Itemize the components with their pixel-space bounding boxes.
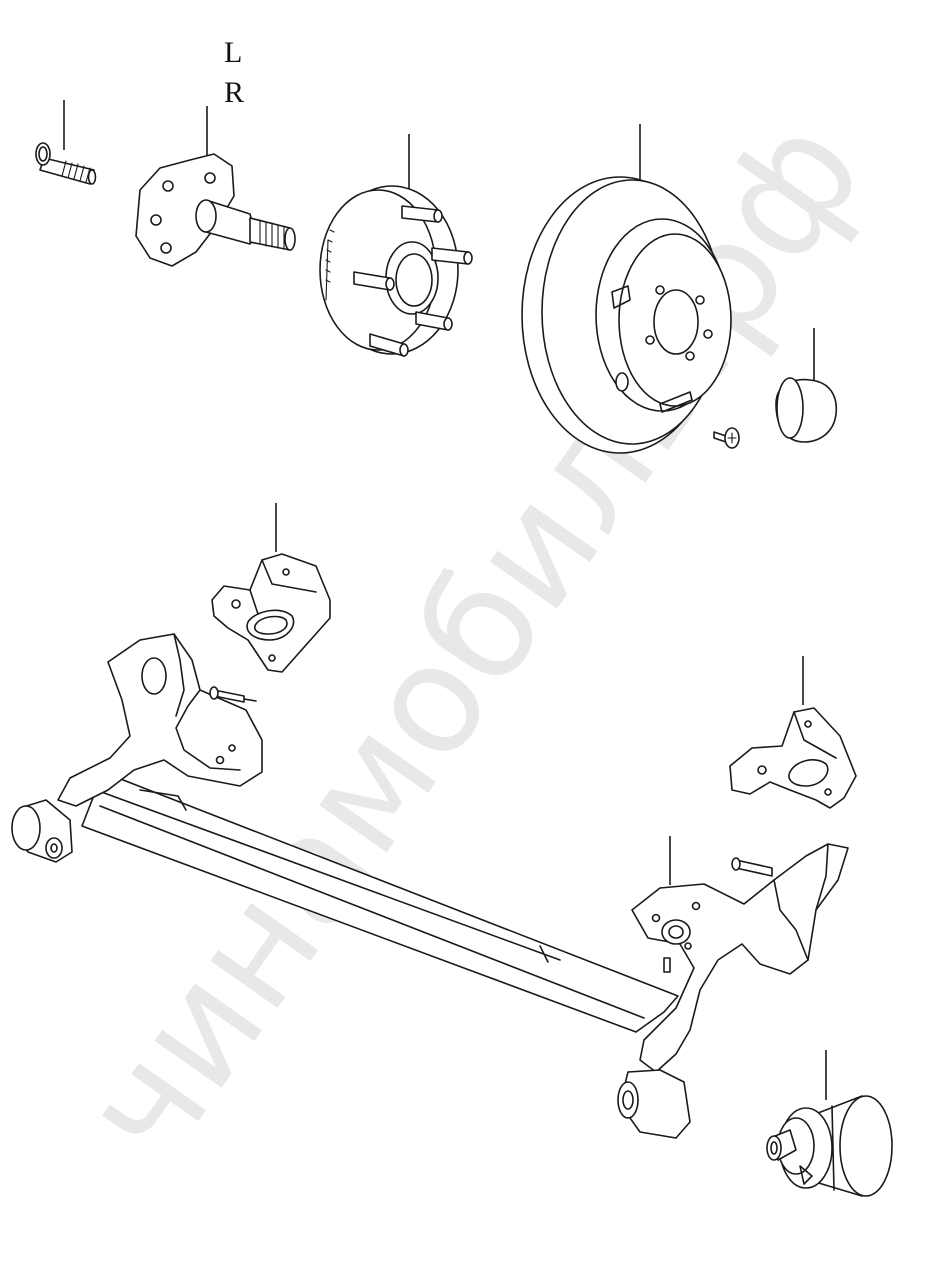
right-mount-bracket <box>729 707 857 809</box>
wheel-bolt <box>35 142 97 185</box>
hub-stud <box>369 333 409 357</box>
leader-lines <box>63 100 827 1100</box>
rear-axle-beam <box>11 633 849 1139</box>
beam-bushing <box>766 1095 893 1197</box>
side-label-left: L <box>224 36 243 69</box>
left-mount-bracket <box>211 553 331 673</box>
hub-stud <box>353 271 395 291</box>
dust-cap <box>775 377 838 443</box>
hub-stud <box>415 311 453 331</box>
hub-stud <box>431 247 473 265</box>
disc-screw <box>713 427 740 449</box>
side-label-right: R <box>224 76 245 109</box>
hub-bearing <box>319 185 473 357</box>
hub-stud <box>401 205 443 223</box>
spindle <box>135 153 296 267</box>
brake-disc <box>521 176 732 454</box>
